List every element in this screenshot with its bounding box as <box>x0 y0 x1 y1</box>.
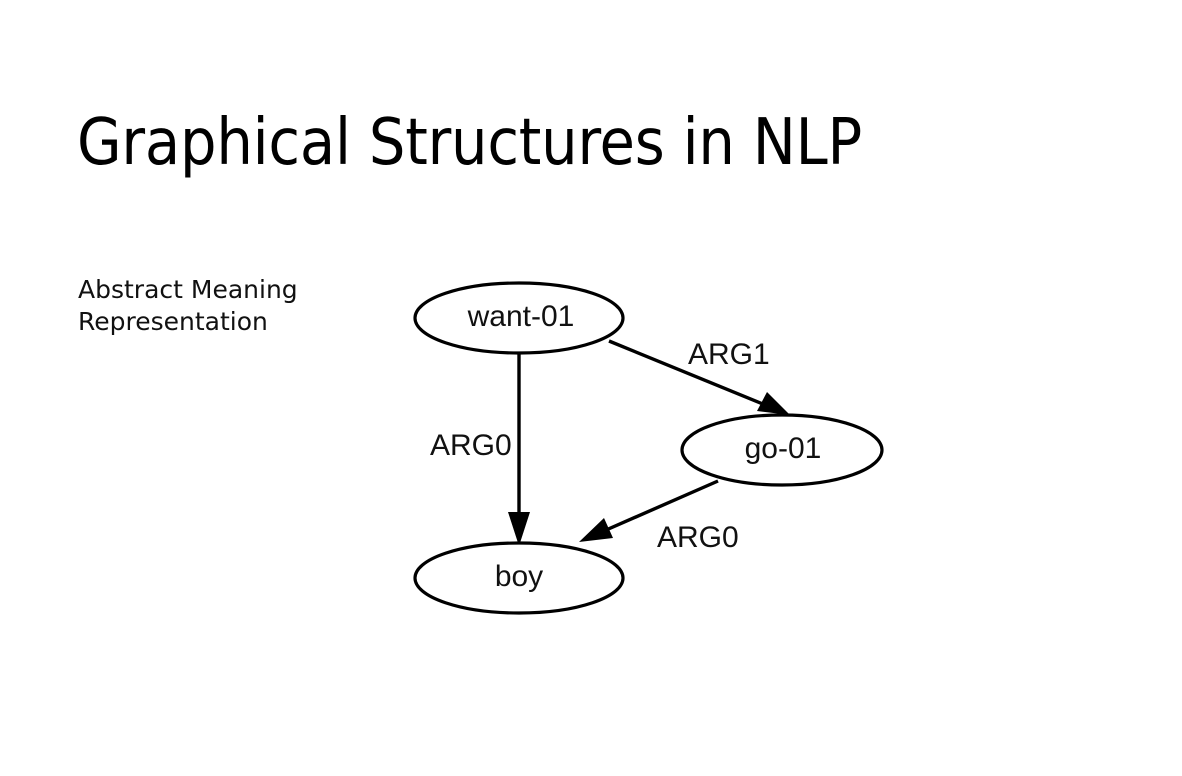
edge-go-to-boy: ARG0 <box>579 479 739 554</box>
edge-want-to-boy: ARG0 <box>430 352 530 546</box>
arrowhead-arg0-vertical <box>508 512 530 546</box>
node-label-go-01: go-01 <box>745 432 822 465</box>
page-title: Graphical Structures in NLP <box>77 105 863 180</box>
graph-node-boy[interactable]: boy <box>413 541 625 615</box>
figure-caption-line-1: Abstract Meaning <box>78 275 298 304</box>
edge-label-arg0-left: ARG0 <box>430 429 512 462</box>
edge-want-to-go: ARG1 <box>608 338 790 415</box>
arrowhead-arg0-diagonal <box>579 518 613 542</box>
figure-caption: Abstract Meaning Representation <box>78 274 358 337</box>
node-shape-want-01 <box>413 281 625 355</box>
edge-label-arg0-right: ARG0 <box>657 521 739 554</box>
graph-node-go-01[interactable]: go-01 <box>680 413 884 487</box>
edge-line-arg1 <box>608 339 776 411</box>
figure-caption-line-2: Representation <box>78 306 268 336</box>
node-shape-boy <box>413 541 625 615</box>
graph-node-want-01[interactable]: want-01 <box>413 281 625 355</box>
arrowhead-arg1 <box>757 392 790 415</box>
edge-line-arg0-diagonal <box>596 479 719 536</box>
node-label-want-01: want-01 <box>467 300 575 333</box>
edge-label-arg1: ARG1 <box>688 338 770 371</box>
node-label-boy: boy <box>495 560 543 593</box>
node-shape-go-01 <box>680 413 884 487</box>
